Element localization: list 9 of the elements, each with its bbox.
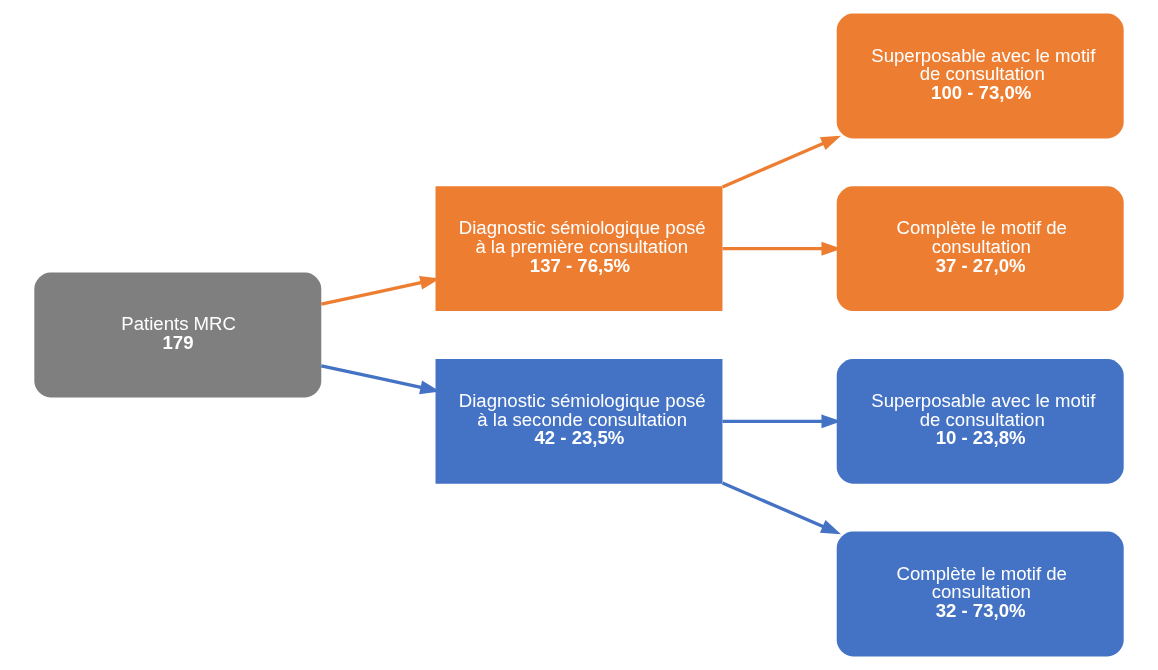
node-box: Superposable avec le motif de consultation 100 - 73,0% <box>836 13 1124 139</box>
node-box: Complète le motif de consultation 37 - 27,0% <box>836 186 1124 312</box>
arrow <box>721 481 841 535</box>
node-box: Complète le motif de consultation 32 - 73,0% <box>836 531 1124 657</box>
node-box: Superposable avec le motif de consultation 10 - 23,8% <box>836 358 1124 484</box>
node-box: Diagnostic sémiologique posé à la première consultation 137 - 76,5% <box>435 186 723 312</box>
node-box: Diagnostic sémiologique posé à la seconde consultation 42 - 23,5% <box>435 358 723 484</box>
node-box: Patients MRC 179 <box>34 272 322 398</box>
arrow <box>721 135 841 189</box>
